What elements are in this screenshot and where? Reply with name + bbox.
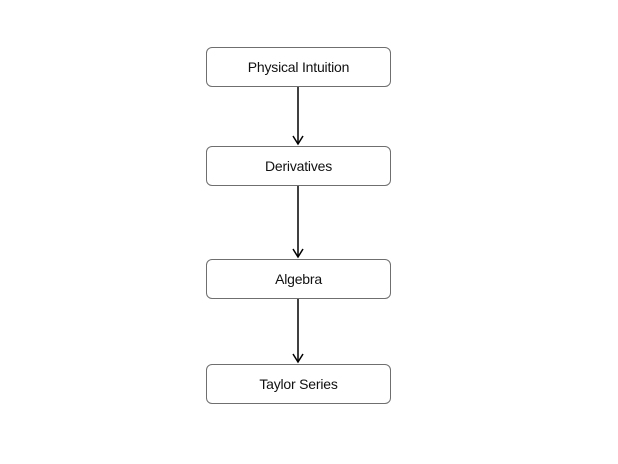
node-label: Algebra: [275, 271, 322, 287]
arrow-physical-to-derivatives: [292, 87, 304, 146]
node-taylor-series: Taylor Series: [206, 364, 391, 404]
node-label: Physical Intuition: [247, 59, 350, 75]
arrow-algebra-to-taylor-series: [292, 299, 304, 364]
node-label: Taylor Series: [259, 376, 338, 392]
arrow-derivatives-to-algebra: [292, 186, 304, 259]
node-algebra: Algebra: [206, 259, 391, 299]
node-physical-intuition: Physical Intuition: [206, 47, 391, 87]
node-derivatives: Derivatives: [206, 146, 391, 186]
node-label: Derivatives: [264, 158, 333, 174]
